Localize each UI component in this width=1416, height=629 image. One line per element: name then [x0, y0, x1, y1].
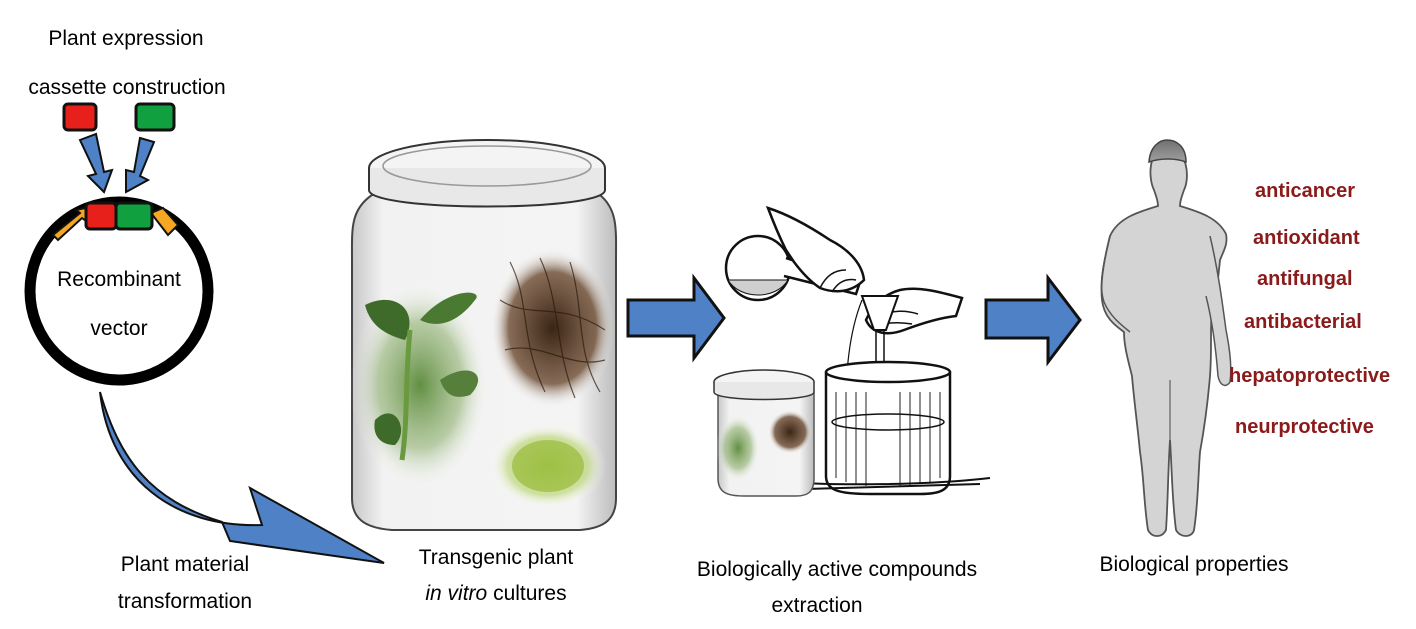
- insert-green: [114, 201, 154, 231]
- vector-label-line2: vector: [90, 317, 148, 340]
- property-antifungal: antifungal: [1257, 268, 1353, 290]
- plant-leaf-2: [420, 292, 477, 324]
- human-body: [1100, 147, 1228, 537]
- step1-label-line2: cassette construction: [28, 76, 226, 99]
- human-right-arm: [1205, 235, 1232, 387]
- property-anticancer: anticancer: [1255, 180, 1356, 202]
- human-left-arm-outline: [1100, 235, 1131, 333]
- step1-label-line1: Plant expression: [48, 27, 204, 50]
- small-jar-roots: [768, 410, 812, 454]
- arrow-red-to-vector: [78, 132, 114, 194]
- curved-transformation-arrow: [99, 391, 385, 564]
- plant-leaf-1: [365, 299, 410, 340]
- callus-core: [512, 440, 584, 492]
- funnel: [860, 295, 900, 331]
- plant-leaf-3: [440, 370, 479, 397]
- culture-jar: [350, 139, 618, 531]
- step2-label-line1: Plant material: [120, 553, 250, 576]
- step3-rest-text: cultures: [487, 582, 567, 605]
- step5-label: Biological properties: [1099, 553, 1289, 576]
- property-neurprotective: neurprotective: [1235, 416, 1374, 438]
- plant-stem: [399, 329, 413, 461]
- small-jar-lid-side: [713, 382, 815, 401]
- beaker-rim: [824, 360, 952, 384]
- jar-lid-inner: [382, 145, 592, 187]
- hand-upper-fingers: [819, 269, 857, 293]
- step3-italic-text: in vitro: [425, 582, 488, 605]
- step3-label-line2: in vitro cultures: [412, 581, 580, 607]
- human-head-cap: [1148, 139, 1187, 164]
- beaker-hatching: [835, 392, 941, 486]
- human-figure: [1100, 139, 1232, 537]
- flask-liquid: [727, 279, 789, 296]
- step3-label-line1: Transgenic plant: [418, 546, 574, 569]
- property-antioxidant: antioxidant: [1253, 227, 1360, 249]
- jar-lid-side: [368, 168, 606, 208]
- cassette-blocks: [62, 102, 176, 194]
- beaker: [824, 372, 952, 496]
- arrow-to-properties: [984, 273, 1082, 367]
- property-hepatoprotective: hepatoprotective: [1229, 365, 1391, 387]
- plant-leaf-4: [374, 413, 402, 445]
- terminator-block-right: [149, 206, 180, 237]
- step4-label-line1: Biologically active compounds: [696, 558, 978, 581]
- gene-block-red: [62, 102, 98, 132]
- small-jar-plant: [716, 414, 760, 482]
- vector-label-line1: Recombinant: [57, 268, 181, 291]
- step4-label-line2: extraction: [771, 594, 863, 617]
- root-strands: [499, 257, 606, 399]
- property-antibacterial: antibacterial: [1244, 311, 1362, 333]
- insert-red: [84, 201, 118, 231]
- extraction-illustration: [713, 206, 991, 497]
- gene-block-green: [134, 102, 176, 132]
- recombinant-vector: [24, 196, 214, 386]
- arrow-to-extraction: [626, 273, 726, 363]
- beaker-liquid-surface: [831, 413, 945, 431]
- arrow-green-to-vector: [125, 136, 156, 194]
- step2-label-line2: transformation: [117, 590, 253, 613]
